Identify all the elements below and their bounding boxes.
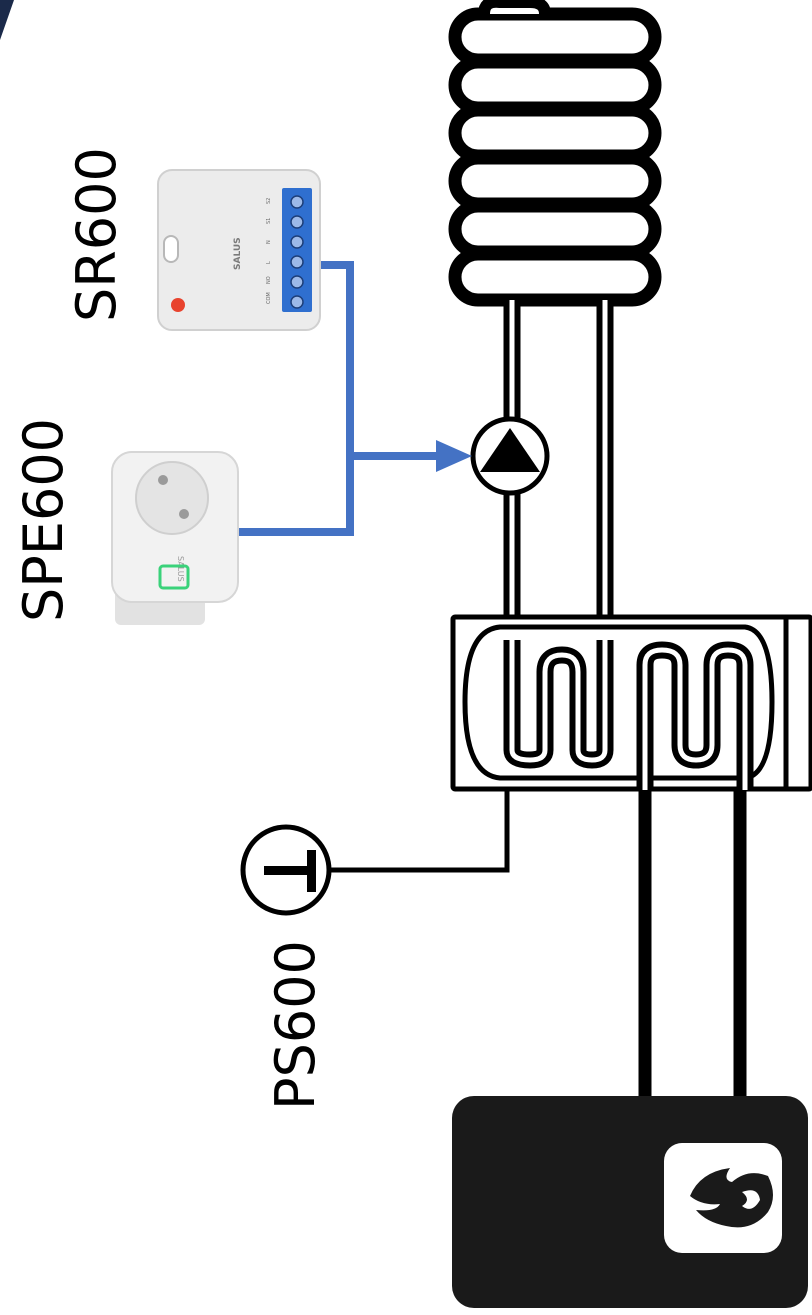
corner-mark	[0, 0, 14, 40]
terminal-label: N	[266, 240, 272, 244]
ps600-sensor	[240, 790, 510, 916]
boiler	[452, 1096, 808, 1308]
sr600-device: COM NO L N S1 S2 SALUS	[157, 169, 321, 331]
flame-icon	[690, 1168, 773, 1228]
terminal-label: L	[266, 261, 272, 264]
terminal-label: S2	[266, 198, 272, 204]
socket-indicator	[158, 564, 190, 590]
temperature-sensor-t-icon	[264, 850, 316, 892]
control-wiring	[236, 261, 440, 536]
control-arrow	[436, 440, 472, 472]
spe600-brand-logo: SALUS	[176, 556, 185, 582]
status-led	[171, 298, 185, 312]
pump-triangle-icon	[480, 428, 540, 472]
spe600-device: SALUS	[111, 451, 239, 625]
terminal-label: COM	[266, 292, 272, 304]
terminal-label: S1	[266, 218, 272, 224]
radiator	[448, 0, 662, 307]
sr600-label: SR600	[65, 147, 128, 322]
sr600-brand-logo: SALUS	[233, 237, 243, 270]
pump	[470, 416, 550, 496]
ps600-label: PS600	[264, 940, 327, 1110]
pipe-exchanger-to-boiler	[638, 790, 747, 1100]
heat-exchanger	[450, 614, 812, 792]
spe600-label: SPE600	[12, 418, 75, 622]
terminal-label: NO	[266, 276, 272, 284]
